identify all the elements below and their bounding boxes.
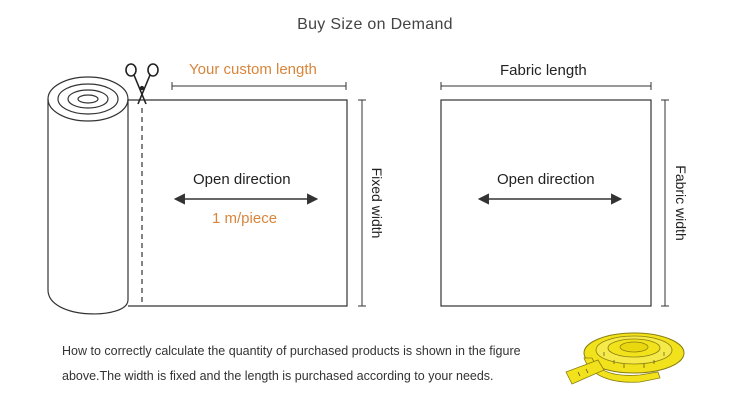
fabric-sheet (440, 99, 652, 307)
right-direction-label: Open direction (497, 171, 595, 188)
footer-note-line-2: above.The width is fixed and the length … (62, 369, 494, 383)
page-title: Buy Size on Demand (297, 16, 453, 33)
fabric-width-label: Fabric width (673, 165, 689, 241)
right-width-dimension (661, 99, 669, 307)
scissors-icon (125, 63, 159, 105)
left-width-dimension (358, 99, 366, 307)
unit-label: 1 m/piece (212, 210, 278, 227)
right-length-dimension (440, 82, 652, 90)
fixed-width-label: Fixed width (369, 167, 385, 239)
fabric-length-label: Fabric length (500, 62, 587, 79)
left-direction-label: Open direction (193, 171, 291, 188)
tape-measure-icon (565, 332, 685, 385)
footer-note-line-1: How to correctly calculate the quantity … (62, 344, 521, 358)
left-length-dimension (171, 82, 347, 90)
custom-length-label: Your custom length (189, 61, 317, 78)
fabric-roll-icon (47, 76, 348, 315)
